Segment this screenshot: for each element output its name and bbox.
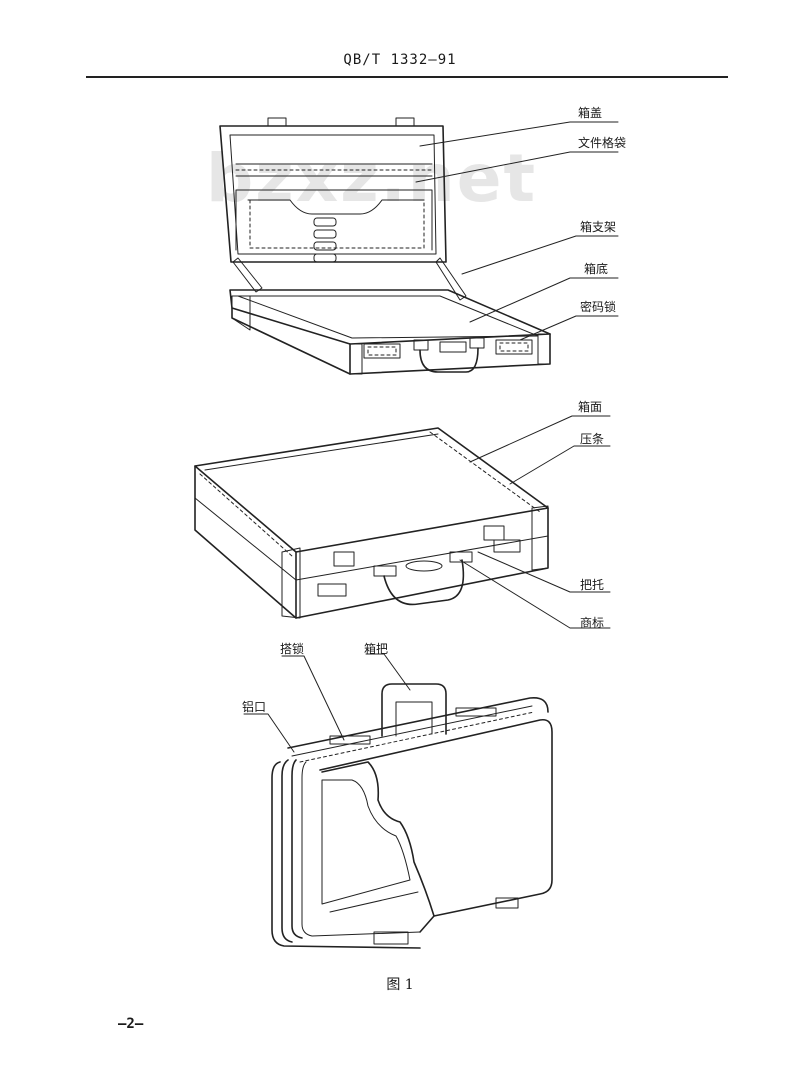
standard-code: QB/T 1332—91 — [343, 52, 457, 68]
label-trim-strip: 压条 — [580, 432, 605, 446]
label-lid-stay: 箱支架 — [580, 220, 617, 234]
label-case-face: 箱面 — [578, 400, 603, 414]
label-combination-lock: 密码锁 — [580, 300, 617, 314]
header-rule — [86, 76, 728, 78]
label-latch-lock: 搭锁 — [280, 642, 305, 656]
label-lid: 箱盖 — [578, 106, 603, 120]
label-case-bottom: 箱底 — [584, 262, 609, 276]
label-file-pocket: 文件格袋 — [578, 136, 627, 150]
leader-lines — [243, 121, 619, 753]
cutaway-briefcase-drawing — [271, 683, 553, 949]
label-handle: 箱把 — [364, 642, 389, 656]
open-briefcase-drawing — [219, 117, 551, 375]
label-handle-mount: 把托 — [580, 578, 605, 592]
watermark: bzxz.net — [206, 140, 538, 217]
figure-caption: 图 1 — [386, 977, 414, 993]
label-aluminum-rim: 铝口 — [242, 700, 267, 714]
page-number: —2— — [118, 1016, 144, 1032]
closed-briefcase-drawing — [194, 427, 549, 619]
label-brand-plate: 商标 — [580, 616, 605, 630]
